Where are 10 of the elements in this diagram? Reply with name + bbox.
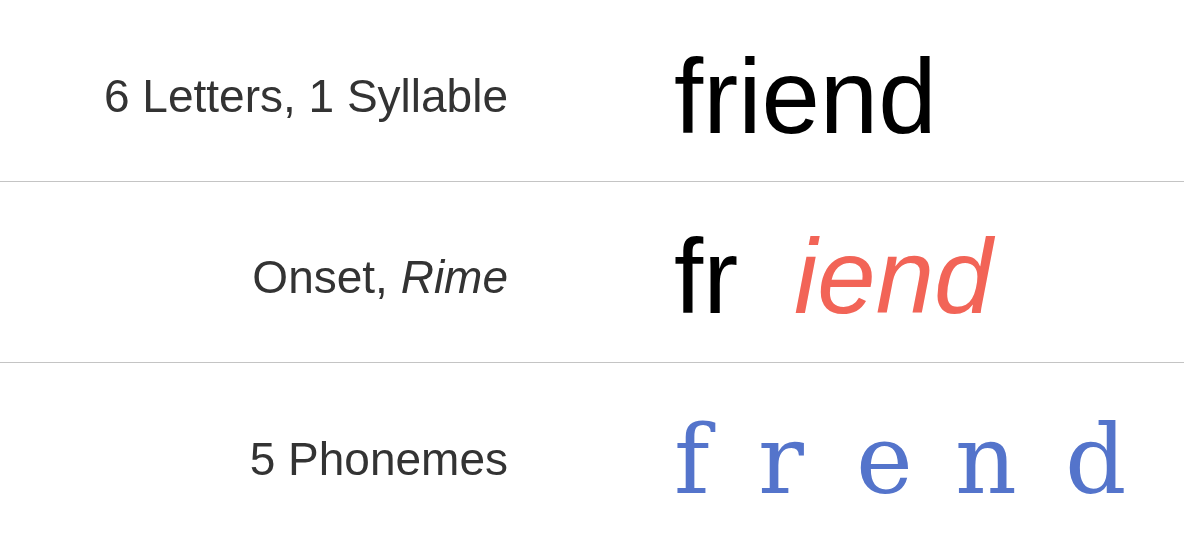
phoneme-letter: e [856,412,914,508]
row-label: 5 Phonemes [249,436,508,482]
word-text: friend [674,44,937,149]
row-label: Onset, Rime [252,254,508,300]
phoneme-letter: r [758,412,805,508]
phoneme-letter: n [955,412,1018,508]
rime-text: iend [794,224,996,329]
phoneme-letter: d [1065,412,1128,508]
onset-text: fr [674,224,739,329]
phoneme-letter: f [674,412,722,508]
